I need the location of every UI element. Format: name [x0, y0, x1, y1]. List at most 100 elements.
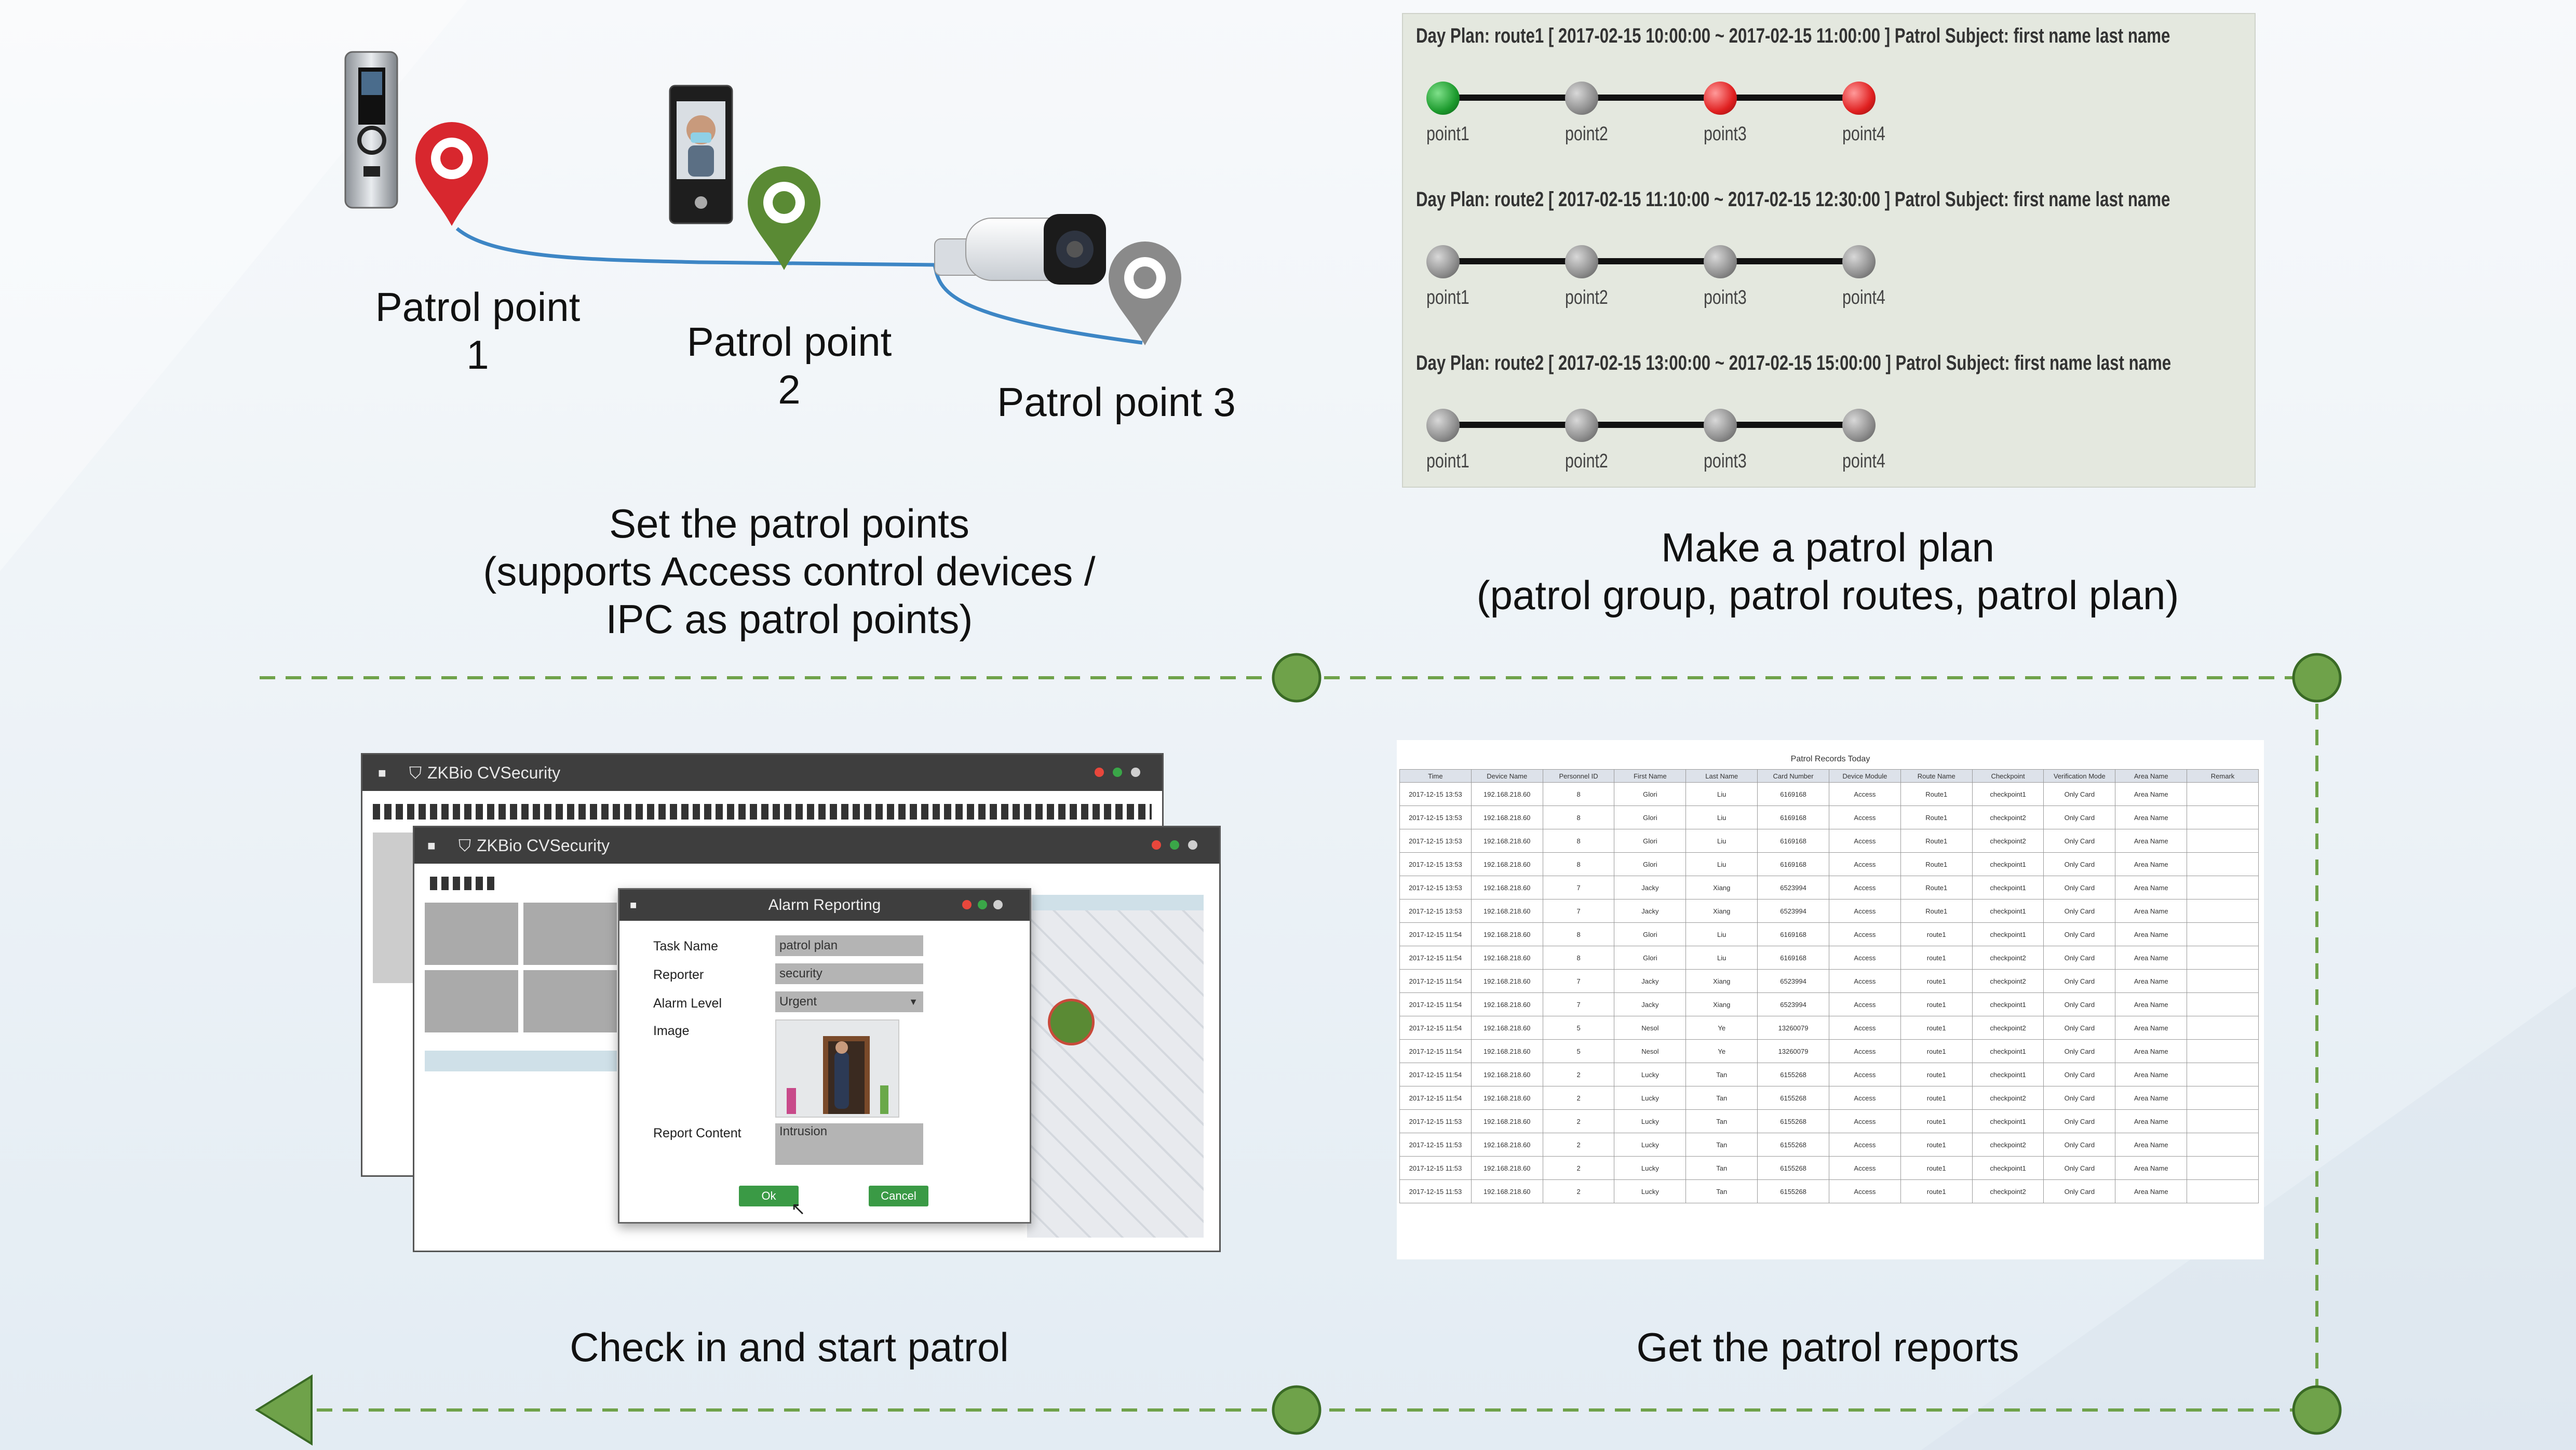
table-cell: checkpoint2: [1972, 946, 2044, 970]
reporter-field[interactable]: security: [775, 963, 923, 984]
table-cell: 7: [1542, 969, 1615, 993]
table-cell: 8: [1542, 829, 1615, 853]
table-cell: 2017-12-15 13:53: [1399, 876, 1472, 899]
list-row-selected[interactable]: [425, 1051, 617, 1071]
maximize-icon[interactable]: [978, 900, 987, 909]
ok-button[interactable]: Ok: [739, 1186, 799, 1206]
table-cell: Area Name: [2115, 1086, 2188, 1110]
checkpoint-node[interactable]: [1704, 82, 1737, 115]
table-cell: Area Name: [2115, 1063, 2188, 1086]
video-tile[interactable]: [425, 903, 518, 965]
table-cell: Access: [1828, 1063, 1901, 1086]
checkpoint-node[interactable]: [1426, 409, 1460, 442]
table-cell: Lucky: [1614, 1156, 1687, 1180]
table-cell: Access: [1828, 1133, 1901, 1157]
plan-row-header: Day Plan: route2 [ 2017-02-15 11:10:00 ~…: [1416, 188, 2170, 211]
checkpoint-label: point4: [1842, 450, 1885, 472]
table-cell: 2017-12-15 11:53: [1399, 1133, 1472, 1157]
plan-row-header: Day Plan: route1 [ 2017-02-15 10:00:00 ~…: [1416, 24, 2170, 47]
table-cell: 192.168.218.60: [1471, 992, 1543, 1016]
table-cell: checkpoint1: [1972, 782, 2044, 806]
checkpoint-label: point2: [1565, 287, 1608, 308]
table-cell: 2017-12-15 11:53: [1399, 1179, 1472, 1203]
checkpoint-node[interactable]: [1704, 409, 1737, 442]
video-tile[interactable]: [523, 903, 617, 965]
table-cell: Only Card: [2043, 1109, 2116, 1133]
maximize-icon[interactable]: [1113, 768, 1122, 777]
table-cell: 6523994: [1757, 876, 1829, 899]
chevron-down-icon[interactable]: ▼: [909, 997, 918, 1007]
table-cell: checkpoint2: [1972, 805, 2044, 829]
video-tile[interactable]: [523, 970, 617, 1032]
window-menu-icon[interactable]: ■: [378, 765, 386, 781]
close-icon[interactable]: [1095, 768, 1104, 777]
table-cell: 2017-12-15 11:54: [1399, 1063, 1472, 1086]
checkpoint-node[interactable]: [1704, 245, 1737, 278]
report-column-header: Verification Mode: [2043, 769, 2116, 783]
minimize-icon[interactable]: [993, 900, 1003, 909]
table-cell: Access: [1828, 1179, 1901, 1203]
checkpoint-node[interactable]: [1842, 82, 1876, 115]
patrol-plan-panel: Day Plan: route1 [ 2017-02-15 10:00:00 ~…: [1402, 13, 2256, 488]
table-cell: Tan: [1685, 1179, 1758, 1203]
table-cell: route1: [1900, 1086, 1973, 1110]
table-cell: Only Card: [2043, 1179, 2116, 1203]
table-cell: [2187, 852, 2259, 876]
close-icon[interactable]: [1152, 840, 1161, 850]
table-cell: 2: [1542, 1086, 1615, 1110]
caption-make-patrol-plan: Make a patrol plan (patrol group, patrol…: [1360, 523, 2295, 619]
checkpoint-node[interactable]: [1565, 82, 1598, 115]
checkpoint-node[interactable]: [1565, 409, 1598, 442]
table-cell: 2017-12-15 11:54: [1399, 922, 1472, 946]
table-cell: Access: [1828, 782, 1901, 806]
table-cell: route1: [1900, 1039, 1973, 1063]
close-icon[interactable]: [962, 900, 972, 909]
table-cell: [2187, 876, 2259, 899]
location-pin-red-icon: [415, 122, 488, 226]
report-content-field[interactable]: Intrusion: [775, 1123, 923, 1165]
cancel-button[interactable]: Cancel: [869, 1186, 928, 1206]
table-cell: 192.168.218.60: [1471, 1133, 1543, 1157]
checkpoint-node[interactable]: [1842, 409, 1876, 442]
table-cell: route1: [1900, 922, 1973, 946]
table-cell: [2187, 1156, 2259, 1180]
window-menu-icon[interactable]: ■: [427, 838, 436, 853]
maximize-icon[interactable]: [1170, 840, 1179, 850]
minimize-icon[interactable]: [1188, 840, 1197, 850]
table-cell: 13260079: [1757, 1039, 1829, 1063]
checkpoint-label: point2: [1565, 123, 1608, 145]
dialog-menu-icon[interactable]: ■: [630, 898, 637, 911]
table-cell: 2017-12-15 11:54: [1399, 946, 1472, 970]
task-name-field[interactable]: patrol plan: [775, 935, 923, 956]
checkpoint-node[interactable]: [1565, 245, 1598, 278]
arrow-left-icon: [255, 1374, 313, 1446]
checkpoint-node[interactable]: [1842, 245, 1876, 278]
minimize-icon[interactable]: [1131, 768, 1140, 777]
alarm-level-select[interactable]: Urgent ▼: [775, 991, 923, 1012]
window-titlebar: ■ ⛉ ZKBio CVSecurity: [362, 755, 1162, 791]
table-cell: [2187, 805, 2259, 829]
table-cell: checkpoint1: [1972, 1063, 2044, 1086]
table-cell: 192.168.218.60: [1471, 1039, 1543, 1063]
window-titlebar: ■ ⛉ ZKBio CVSecurity: [414, 827, 1219, 864]
table-cell: 2017-12-15 13:53: [1399, 829, 1472, 853]
checkpoint-node[interactable]: [1426, 245, 1460, 278]
checkpoint-label: point4: [1842, 123, 1885, 145]
dialog-titlebar: ■ Alarm Reporting: [619, 890, 1030, 921]
video-tile[interactable]: [425, 970, 518, 1032]
checkpoint-node[interactable]: [1426, 82, 1460, 115]
caption-line: (patrol group, patrol routes, patrol pla…: [1476, 572, 2179, 618]
checkpoint-label: point3: [1704, 287, 1747, 308]
camera-marker-icon[interactable]: [1048, 999, 1095, 1045]
placeholder-toolbar: [373, 804, 1152, 820]
report-column-header: Last Name: [1685, 769, 1758, 783]
table-cell: Area Name: [2115, 922, 2188, 946]
image-preview[interactable]: [775, 1019, 899, 1118]
table-cell: Jacky: [1614, 969, 1687, 993]
map-panel[interactable]: [1027, 895, 1204, 1238]
